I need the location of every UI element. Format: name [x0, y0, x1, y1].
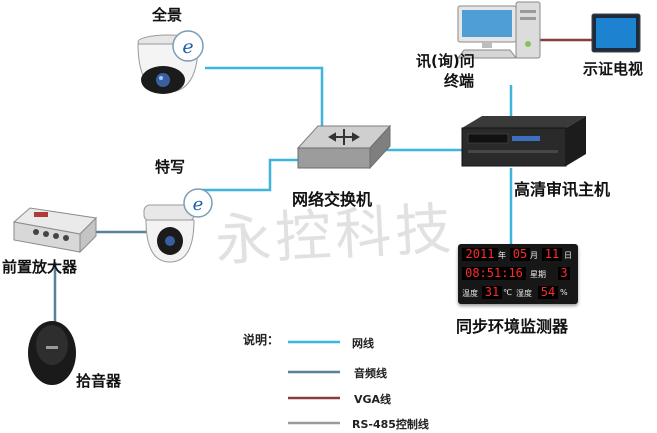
panorama-camera-icon: e [138, 31, 203, 94]
legend-title: 说明： [243, 331, 279, 348]
closeup-camera-label: 特写 [155, 156, 185, 177]
led-temp-label: 温度 [462, 288, 478, 299]
hd-host-label: 高清审讯主机 [514, 176, 610, 200]
led-temp: 31 [482, 286, 502, 299]
led-month-unit: 月 [530, 250, 538, 261]
sync-monitor-label: 同步环境监测器 [456, 313, 568, 337]
cable-panorama-switch [205, 68, 322, 140]
preamp-label: 前置放大器 [2, 256, 77, 277]
monitor-display-label: 示证电视 [583, 58, 643, 79]
hd-host-icon [462, 116, 586, 166]
inquiry-terminal-label-line1: 讯(询)问 [416, 50, 475, 71]
panorama-camera-label: 全景 [152, 4, 182, 25]
led-temp-unit: ℃ [503, 288, 512, 297]
legend-label-network: 网线 [352, 335, 374, 351]
legend-label-audio: 音频线 [354, 365, 387, 381]
led-time: 08:51:16 [462, 267, 526, 280]
legend-swatches [288, 342, 340, 423]
closeup-camera-icon: e [144, 189, 212, 262]
svg-text:e: e [193, 194, 204, 215]
pickup-label: 拾音器 [76, 370, 121, 391]
led-weekday-label: 星期 [530, 269, 546, 280]
led-display-panel: 2011 年 05 月 11 日 08:51:16 星期 3 温度 31 ℃ 湿… [458, 244, 578, 304]
led-year-unit: 年 [498, 250, 506, 261]
led-day-unit: 日 [564, 250, 572, 261]
tv-monitor-icon [592, 14, 640, 52]
svg-text:e: e [182, 36, 193, 58]
led-day: 11 [542, 248, 562, 261]
legend-label-vga: VGA线 [354, 391, 391, 407]
inquiry-terminal-label-line2: 终端 [444, 70, 474, 91]
led-humidity: 54 [538, 286, 558, 299]
pickup-icon [28, 321, 76, 385]
led-humidity-label: 湿度 [516, 288, 532, 299]
network-switch-icon [298, 126, 390, 168]
preamp-icon [14, 208, 96, 252]
cable-closeup-switch [198, 160, 300, 190]
legend-label-rs485: RS-485控制线 [352, 416, 429, 432]
led-month: 05 [510, 248, 530, 261]
led-humidity-unit: % [560, 288, 568, 297]
network-switch-label: 网络交换机 [292, 186, 372, 210]
led-year: 2011 [462, 248, 498, 261]
led-weekday: 3 [558, 267, 570, 280]
